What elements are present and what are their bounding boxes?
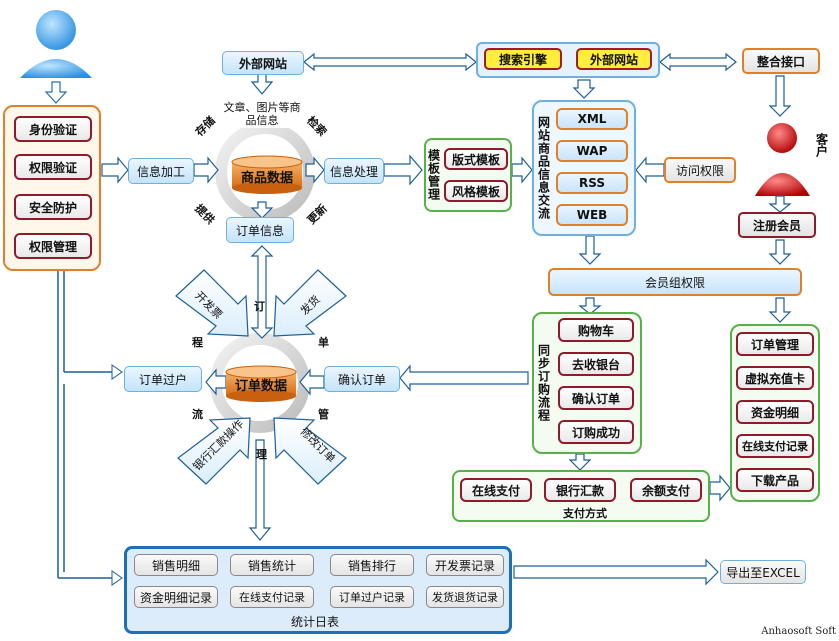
- exchange-group-label: 网站商品信息交流: [536, 116, 551, 220]
- payment-group-label: 支付方式: [563, 507, 607, 520]
- order-flow-label: 同步订购流程: [536, 344, 551, 422]
- access-permission-box[interactable]: 访问权限: [664, 157, 736, 183]
- order-ring-char-3: 管: [318, 408, 329, 421]
- register-member-box[interactable]: 注册会员: [738, 212, 816, 238]
- order-info-box[interactable]: 订单信息: [226, 217, 294, 243]
- style-template-item[interactable]: 风格模板: [444, 180, 508, 202]
- wap-item[interactable]: WAP: [556, 140, 628, 162]
- xml-item[interactable]: XML: [556, 108, 628, 130]
- product-db-label: 商品数据: [240, 170, 293, 186]
- permission-verify-item[interactable]: 权限验证: [14, 154, 92, 180]
- layout-template-item[interactable]: 版式模板: [444, 148, 508, 170]
- customer-label: 客户: [814, 133, 829, 157]
- confirm-order-flow-item[interactable]: 确认订单: [558, 386, 634, 410]
- stats-sales-summary[interactable]: 销售统计: [230, 554, 314, 576]
- rss-item[interactable]: RSS: [556, 172, 628, 194]
- search-engine-item[interactable]: 搜索引擎: [484, 48, 562, 70]
- order-db-icon: [225, 365, 297, 402]
- info-process-box[interactable]: 信息加工: [128, 158, 194, 184]
- product-info-note: 文章、图片等商品信息: [222, 100, 302, 128]
- order-ring-char-2: 单: [318, 336, 329, 349]
- stats-ship-return-record[interactable]: 发货退货记录: [426, 586, 504, 608]
- external-site-box[interactable]: 外部网站: [222, 51, 304, 75]
- user-icon: [20, 10, 92, 78]
- security-protect-item[interactable]: 安全防护: [14, 194, 92, 220]
- cart-item[interactable]: 购物车: [558, 318, 634, 342]
- fund-detail-item[interactable]: 资金明细: [736, 400, 814, 424]
- online-pay-item[interactable]: 在线支付: [460, 478, 532, 502]
- member-group-permission-box[interactable]: 会员组权限: [548, 268, 802, 296]
- permission-manage-item[interactable]: 权限管理: [14, 233, 92, 259]
- order-transfer-box[interactable]: 订单过户: [124, 366, 202, 392]
- stats-fund-record[interactable]: 资金明细记录: [134, 586, 218, 608]
- identity-verify-item[interactable]: 身份验证: [14, 116, 92, 142]
- stats-sales-detail[interactable]: 销售明细: [134, 554, 218, 576]
- web-item[interactable]: WEB: [556, 204, 628, 226]
- order-manage-item[interactable]: 订单管理: [736, 332, 814, 356]
- order-ring-char-4: 理: [256, 448, 267, 461]
- product-db-icon: [231, 155, 303, 194]
- stats-sales-rank[interactable]: 销售排行: [330, 554, 414, 576]
- stats-invoice-record[interactable]: 开发票记录: [426, 554, 504, 576]
- stats-online-pay-record[interactable]: 在线支付记录: [230, 586, 314, 608]
- order-ring-char-1: 订: [254, 300, 265, 313]
- info-handle-box[interactable]: 信息处理: [324, 158, 384, 184]
- order-ring-char-5: 流: [192, 408, 203, 421]
- checkout-item[interactable]: 去收银台: [558, 352, 634, 376]
- order-success-item[interactable]: 订购成功: [558, 420, 634, 444]
- stats-title: 统计日表: [290, 614, 339, 629]
- order-ring-char-6: 程: [192, 336, 203, 349]
- confirm-order-box[interactable]: 确认订单: [324, 366, 400, 392]
- download-product-item[interactable]: 下载产品: [736, 468, 814, 492]
- stats-order-transfer-record[interactable]: 订单过户记录: [330, 586, 414, 608]
- export-excel-box[interactable]: 导出至EXCEL: [720, 560, 806, 584]
- template-group-label: 模板管理: [426, 149, 441, 201]
- virtual-card-item[interactable]: 虚拟充值卡: [736, 366, 814, 390]
- order-db-label: 订单数据: [234, 378, 287, 394]
- integration-interface-box[interactable]: 整合接口: [742, 48, 820, 74]
- top-external-site-item[interactable]: 外部网站: [576, 48, 652, 70]
- online-pay-record-item[interactable]: 在线支付记录: [736, 434, 814, 458]
- customer-icon: [755, 123, 810, 196]
- bank-transfer-item[interactable]: 银行汇款: [544, 478, 616, 502]
- balance-pay-item[interactable]: 余额支付: [630, 478, 702, 502]
- watermark-text: Anhaosoft Soft: [761, 625, 836, 637]
